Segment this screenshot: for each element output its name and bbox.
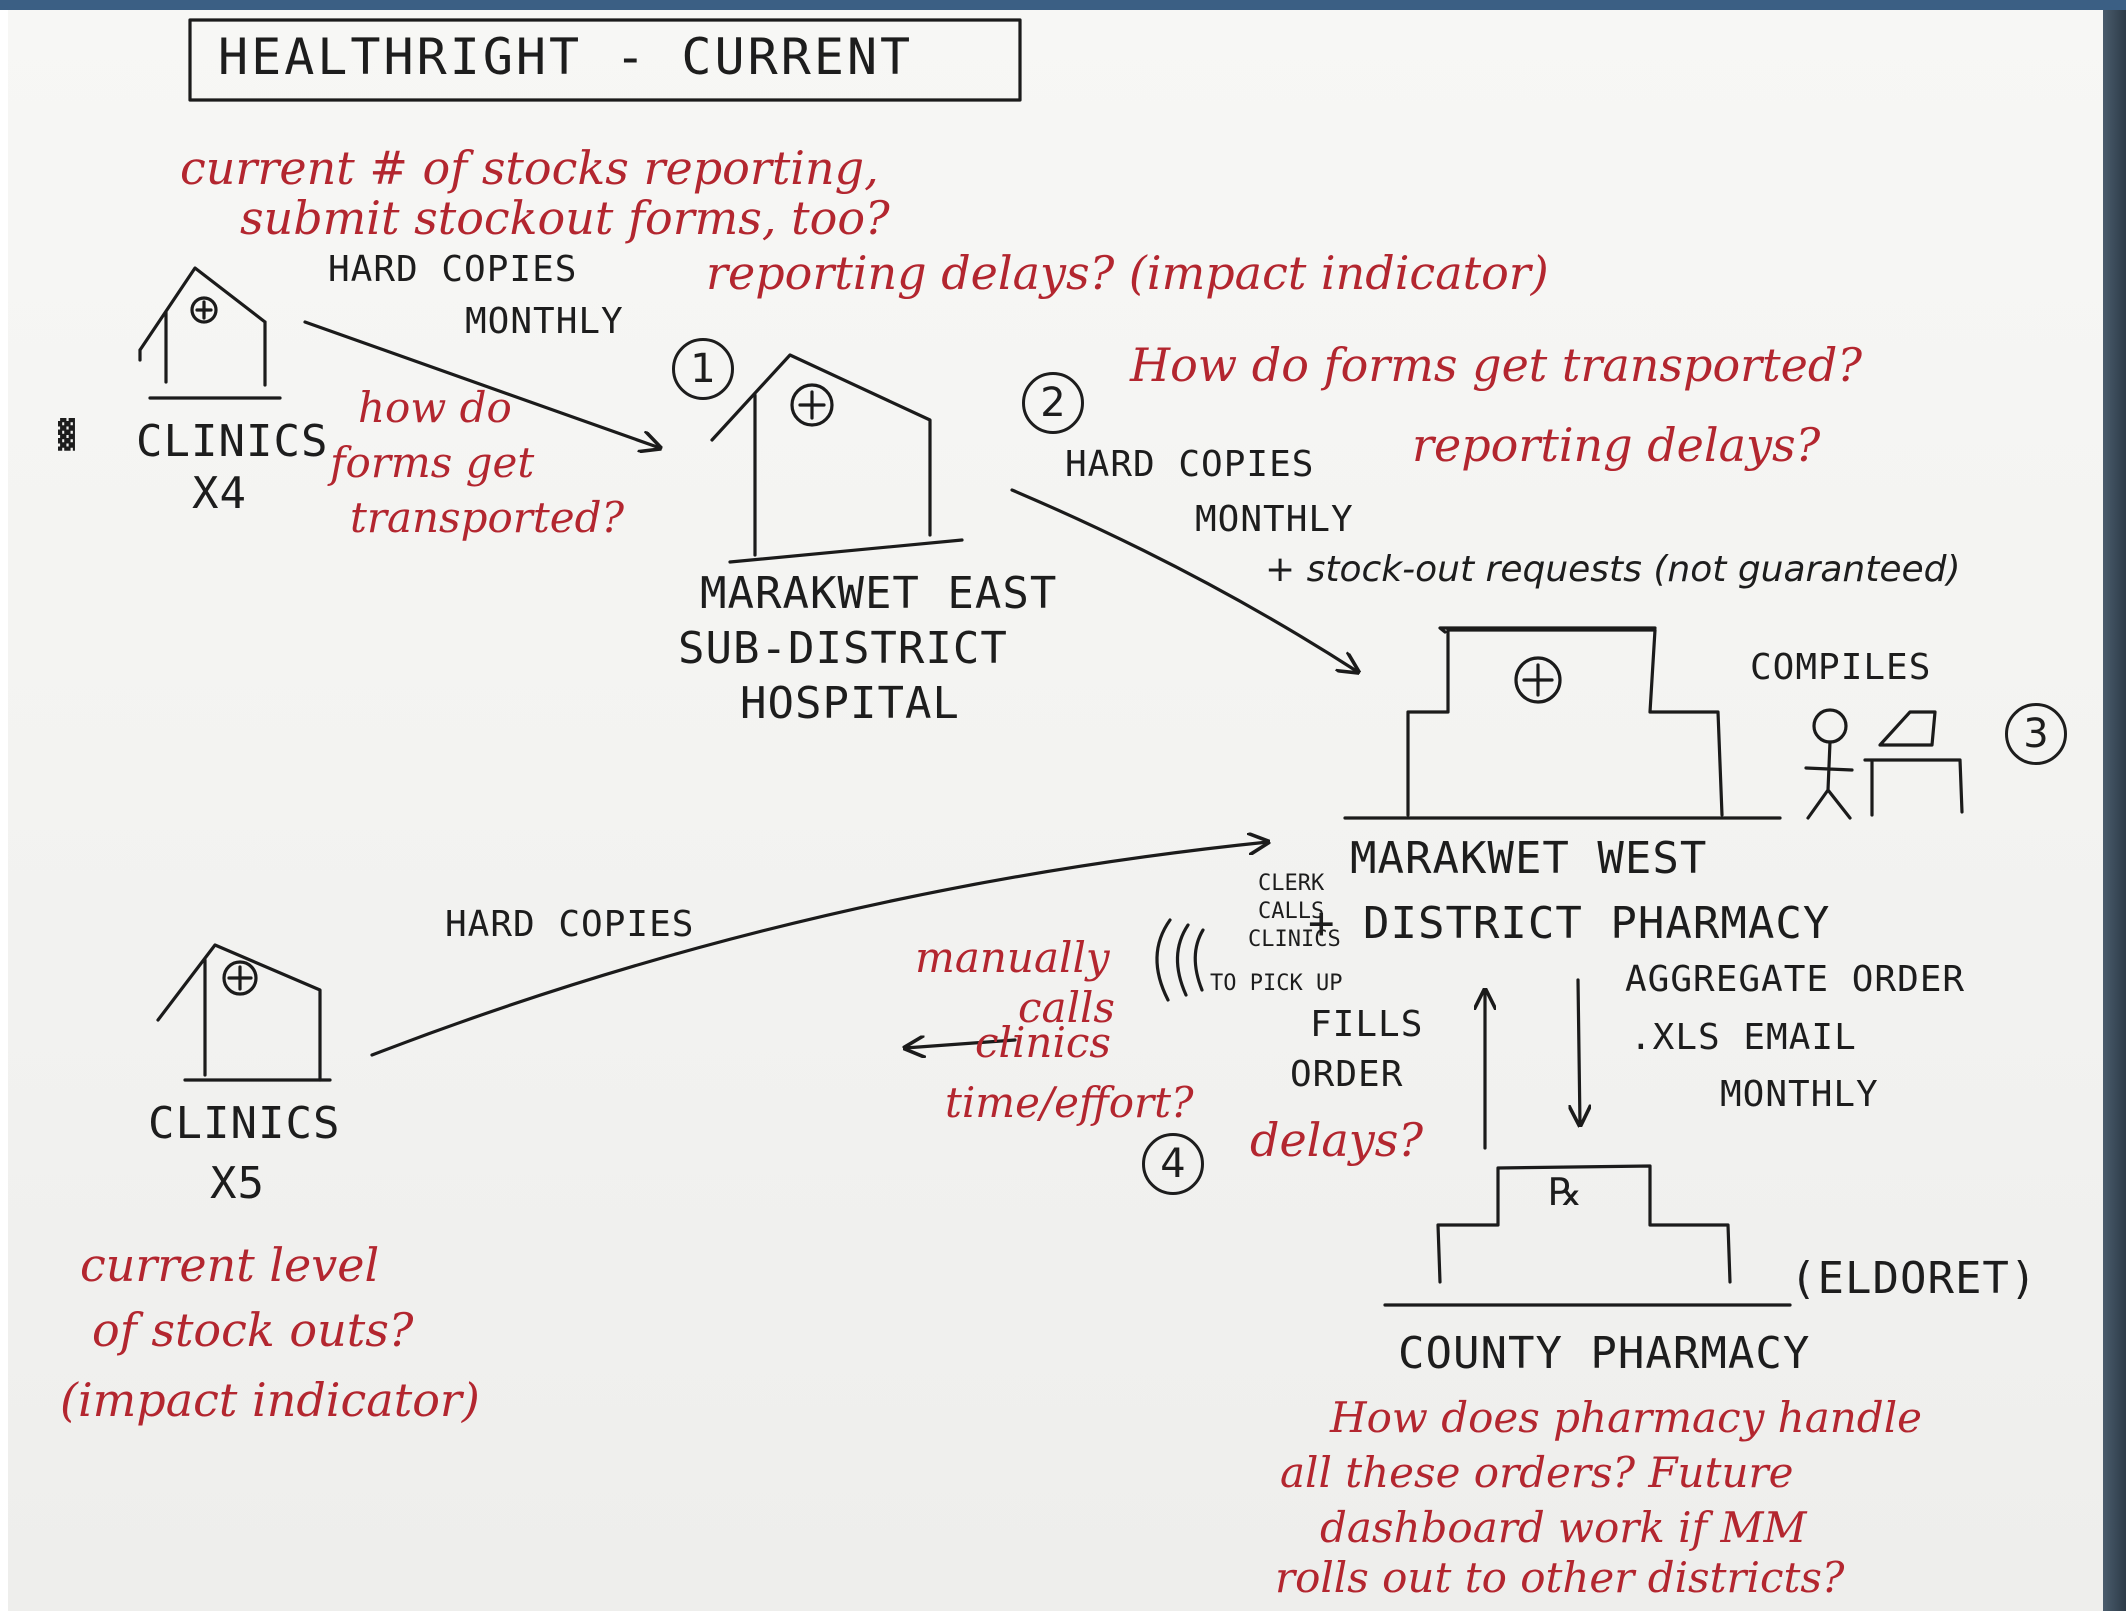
flow-label-monthly-2: MONTHLY [1195,499,1354,540]
arrow-clinics5-to-district [370,842,1268,1057]
arrow-subdistrict-to-district [1010,488,1358,672]
step-number-2: 2 [1022,372,1084,434]
arrow-district-to-county [1578,978,1580,1125]
clerk-note-line1: CLERK [1258,871,1325,896]
call-waves [1155,918,1205,1002]
title-box [188,18,1022,102]
district-pharmacy-icon [1343,626,1782,820]
aggregate-order-line1: AGGREGATE ORDER [1625,959,1966,1000]
clerk-note-line3: CLINICS [1248,927,1341,952]
question-pharmacy-handling-line1: How does pharmacy handle [1330,1393,1922,1442]
flow-label-monthly-1: MONTHLY [465,301,624,342]
clerk-note-line4: TO PICK UP [1210,971,1343,996]
county-pharmacy-label: COUNTY PHARMACY [1398,1328,1811,1379]
sub-district-label-line2: SUB-DISTRICT [678,623,1008,674]
question-forms-transported-2: How do forms get transported? [1130,338,1862,392]
clinics-top-label: CLINICS [136,416,329,467]
question-manual-calls-line1: manually [915,933,1110,982]
clerk-note-line2: CALLS [1258,899,1325,924]
question-forms-transported-1-line1: how do [358,383,512,432]
question-delays: delays? [1250,1113,1424,1167]
question-manual-calls-line3: clinics [975,1018,1111,1067]
flow-label-stock-out-requests: + stock-out requests (not guaranteed) [1265,549,1961,590]
question-manual-calls-line4: time/effort? [945,1078,1194,1127]
flow-label-hard-copies-1: HARD COPIES [328,249,578,290]
clinics-top-count: X4 [192,468,247,519]
question-stocks-reporting-line2: submit stockout forms, too? [240,191,890,245]
district-pharmacy-label-line1: MARAKWET WEST [1350,833,1708,884]
arrow-clinics-to-subdistrict [303,320,660,448]
step-number-3: 3 [2005,703,2067,765]
whiteboard-sheet [8,10,2103,1611]
county-pharmacy-location: (ELDORET) [1790,1253,2038,1304]
clinics-bottom-label: CLINICS [148,1098,341,1149]
board-edge [2103,10,2126,1611]
fills-order-line1: FILLS [1310,1004,1424,1045]
question-stock-outs-line3: (impact indicator) [60,1373,480,1427]
question-forms-transported-1-line3: transported? [350,493,624,542]
top-bar [0,0,2126,10]
compiles-label: COMPILES [1750,647,1932,688]
sub-district-label-line3: HOSPITAL [740,678,960,729]
sub-district-hospital-icon [710,353,964,564]
aggregate-order-line3: MONTHLY [1720,1074,1879,1115]
arrow-manual-calls [905,1040,1017,1048]
question-manual-calls-line2: calls [1018,983,1115,1032]
scribble-mark: ▓ [58,418,76,451]
sub-district-label-line1: MARAKWET EAST [700,568,1058,619]
flow-label-hard-copies-2: HARD COPIES [1065,444,1315,485]
question-stocks-reporting-line1: current # of stocks reporting, [180,141,879,195]
page-title: HEALTHRIGHT - CURRENT [218,28,914,86]
question-stock-outs-line1: current level [80,1238,380,1292]
clinic-bottom-icon [156,943,332,1082]
step-number-1: 1 [672,338,734,400]
rx-symbol: ℞ [1548,1170,1583,1214]
question-reporting-delays-2: reporting delays? [1412,418,1821,472]
question-pharmacy-handling-line4: rolls out to other districts? [1275,1553,1845,1602]
step-number-4: 4 [1142,1133,1204,1195]
clinic-top-icon [138,266,282,400]
question-stock-outs-line2: of stock outs? [92,1303,414,1357]
flow-label-hard-copies-3: HARD COPIES [445,904,695,945]
question-forms-transported-1-line2: forms get [330,438,535,487]
question-reporting-delays-impact: reporting delays? (impact indicator) [706,246,1549,300]
clerk-at-computer-icon [1804,708,1964,820]
aggregate-order-line2: .XLS EMAIL [1630,1017,1857,1058]
county-pharmacy-icon [1383,1164,1792,1307]
question-pharmacy-handling-line2: all these orders? Future [1280,1448,1794,1497]
clinics-bottom-count: X5 [210,1158,265,1209]
district-pharmacy-label-line2: + DISTRICT PHARMACY [1308,898,1831,949]
fills-order-line2: ORDER [1290,1054,1404,1095]
question-pharmacy-handling-line3: dashboard work if MM [1320,1503,1807,1552]
